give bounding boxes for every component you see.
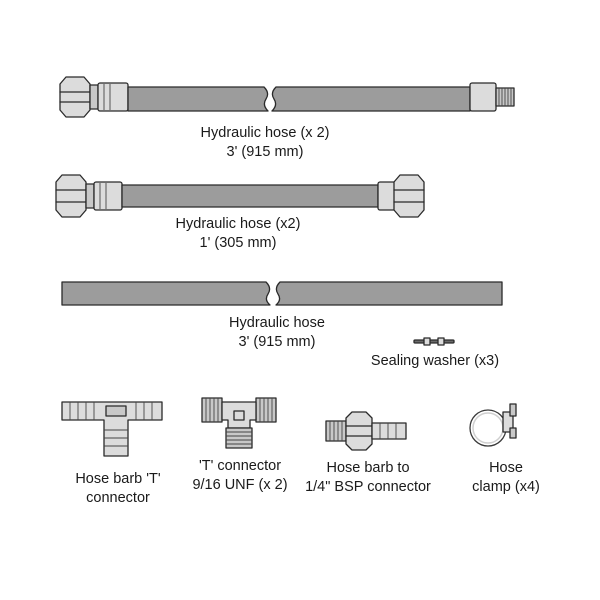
tee-barb-name: Hose barb 'T' [75,471,161,487]
hose-long-name: Hydraulic hose (x 2) [200,125,330,141]
hydraulic-hose-short-drawing [55,174,425,218]
clamp-sub: clamp (x4) [472,479,540,495]
barb-bsp-sub: 1/4" BSP connector [305,479,431,495]
hose-plain-length: 3' (915 mm) [238,334,316,350]
hose-clamp-drawing [469,403,517,447]
tee-barb-sub: connector [86,490,150,506]
washer-name: Sealing washer (x3) [370,353,500,369]
tee-connector-label: 'T' connector 9/16 UNF (x 2) [180,457,300,495]
washer-label: Sealing washer (x3) [360,352,510,371]
tee-connector-sub: 9/16 UNF (x 2) [192,477,288,493]
hose-short-label: Hydraulic hose (x2) 1' (305 mm) [163,215,313,253]
clamp-name: Hose [489,460,523,476]
hose-short-length: 1' (305 mm) [199,235,277,251]
barb-bsp-label: Hose barb to 1/4" BSP connector [293,459,443,497]
hose-barb-tee-drawing [61,401,163,457]
hydraulic-hose-plain-drawing [61,281,503,306]
tee-barb-label: Hose barb 'T' connector [58,470,178,508]
hose-long-label: Hydraulic hose (x 2) 3' (915 mm) [190,124,340,162]
barb-bsp-name: Hose barb to [326,460,410,476]
sealing-washer-drawing [413,337,455,346]
hydraulic-hose-long-drawing [59,76,515,118]
clamp-label: Hose clamp (x4) [451,459,561,497]
hose-short-name: Hydraulic hose (x2) [175,216,301,232]
hose-barb-bsp-drawing [325,411,407,451]
tee-connector-name: 'T' connector [198,458,282,474]
hose-plain-name: Hydraulic hose [229,315,325,331]
hose-plain-label: Hydraulic hose 3' (915 mm) [212,314,342,352]
hose-long-length: 3' (915 mm) [226,144,304,160]
tee-connector-drawing [201,397,277,449]
